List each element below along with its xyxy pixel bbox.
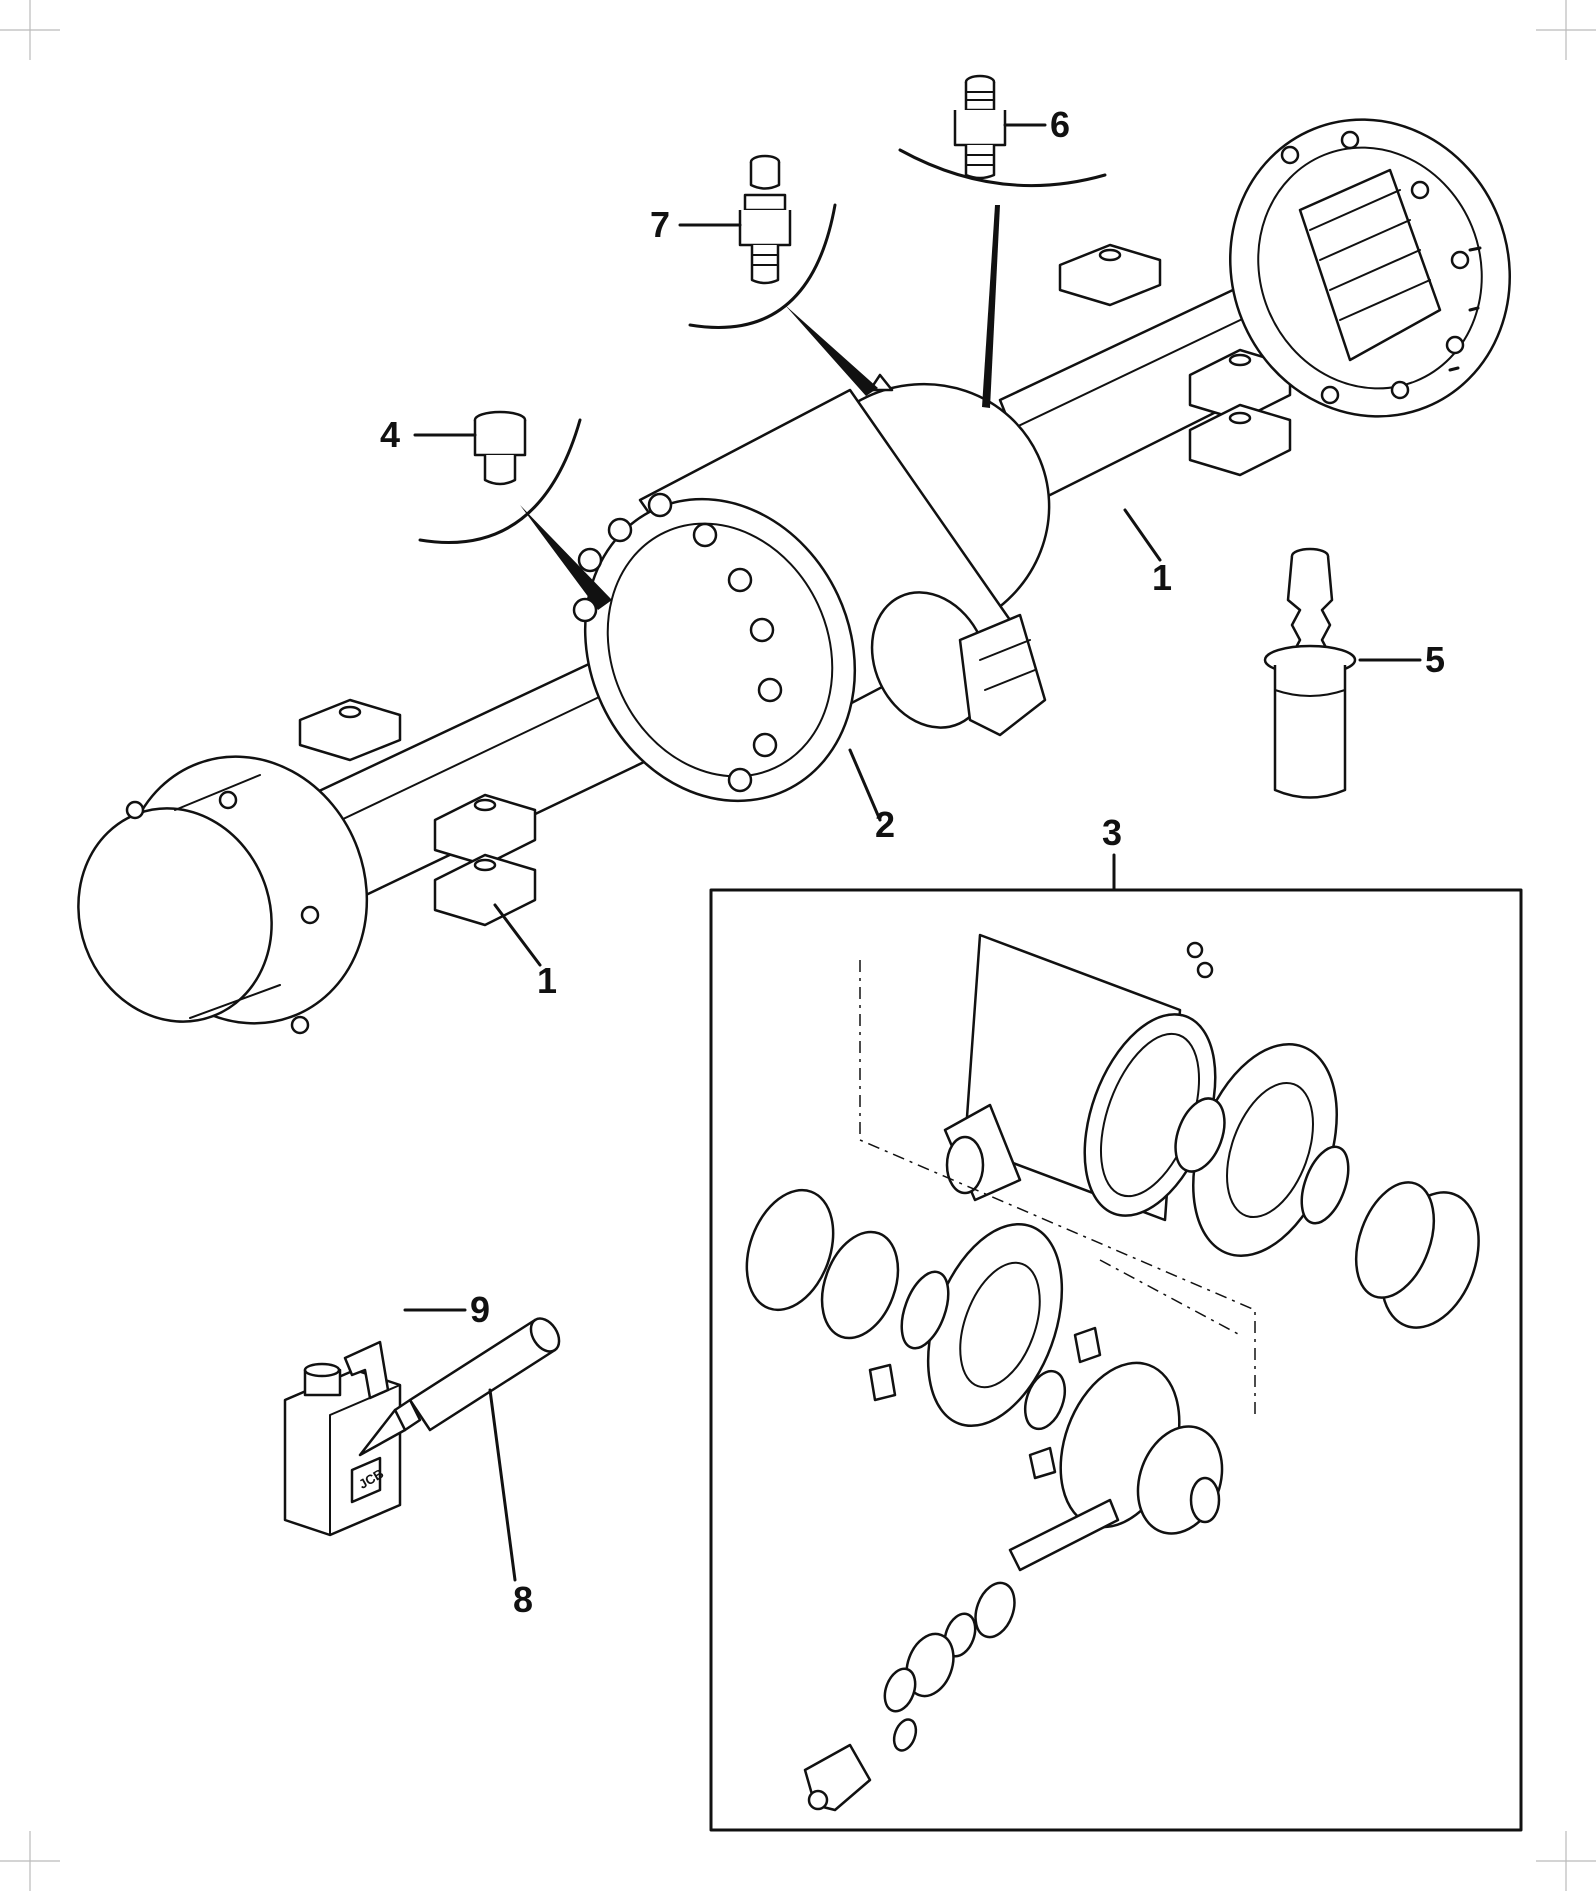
axle-assembly <box>77 118 1511 1035</box>
callout-9: 9 <box>470 1289 490 1330</box>
left-axle-arm <box>298 638 692 927</box>
pointer-wedge-6 <box>982 205 1000 408</box>
callout-4: 4 <box>380 414 400 455</box>
callout-7: 7 <box>650 204 670 245</box>
detail-arc-6 <box>898 148 1107 188</box>
detail-arc-7 <box>688 203 837 329</box>
ring-flange-left <box>745 1188 1067 1431</box>
left-hub <box>77 755 369 1035</box>
level-plug <box>473 410 527 486</box>
callout-1-right: 1 <box>1152 557 1172 598</box>
pointer-wedge-4 <box>520 505 612 610</box>
differential-kit-box <box>709 888 1523 1832</box>
callout-6: 6 <box>1050 104 1070 145</box>
adapter <box>953 74 1007 180</box>
housing-bolts <box>572 492 783 793</box>
oil-can: JCB <box>283 1340 402 1537</box>
sealant-tube <box>358 1317 561 1457</box>
callout-2: 2 <box>875 804 895 845</box>
leader-lines <box>403 123 1422 1582</box>
pointer-wedge-7 <box>785 305 878 396</box>
callout-3: 3 <box>1102 812 1122 853</box>
construction-line-upper <box>859 960 1256 1415</box>
ring-gear <box>1059 1361 1224 1535</box>
center-housing <box>572 373 1051 803</box>
callout-1-left: 1 <box>537 960 557 1001</box>
grease-nipple <box>738 154 792 285</box>
right-hub-flange <box>1229 118 1511 418</box>
breather <box>1263 547 1357 799</box>
callout-5: 5 <box>1425 639 1445 680</box>
callout-8: 8 <box>513 1579 533 1620</box>
construction-line-lower <box>1099 1259 1241 1336</box>
detail-arc-4 <box>418 418 582 544</box>
ring-flange-right <box>1174 1043 1480 1329</box>
pinion-shaft <box>803 1498 1120 1812</box>
